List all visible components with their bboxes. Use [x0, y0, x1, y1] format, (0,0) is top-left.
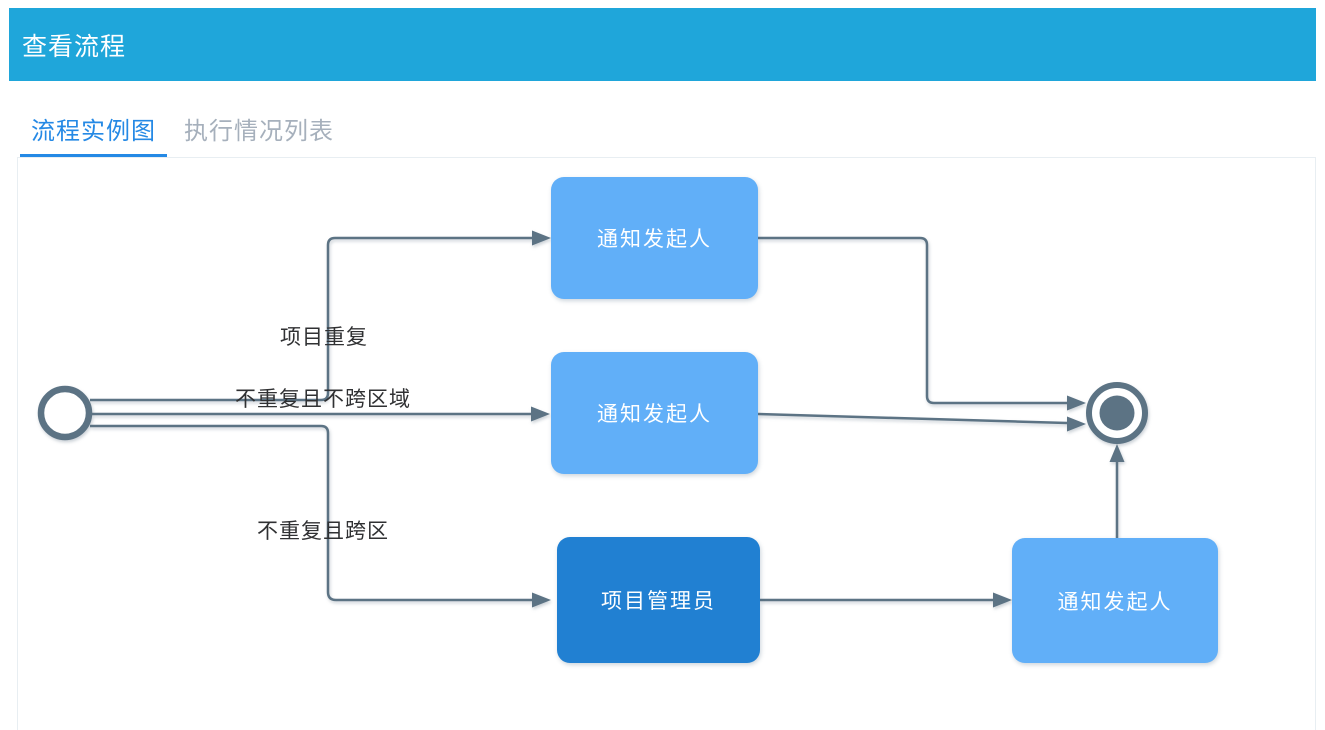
- task-node-project-admin[interactable]: 项目管理员: [557, 537, 760, 663]
- tab-bar: 流程实例图 执行情况列表: [20, 110, 345, 157]
- tab-process-instance-diagram[interactable]: 流程实例图: [20, 110, 167, 157]
- dialog-titlebar: 查看流程: [9, 8, 1316, 81]
- task-node-notify-initiator-top[interactable]: 通知发起人: [551, 177, 758, 299]
- edge-label-not-duplicate-no-cross-region: 不重复且不跨区域: [235, 388, 411, 411]
- tab-execution-status-list[interactable]: 执行情况列表: [184, 118, 334, 145]
- edge-label-project-duplicate: 项目重复: [280, 326, 368, 349]
- task-node-notify-initiator-middle[interactable]: 通知发起人: [551, 352, 758, 474]
- edge-label-not-duplicate-cross-region: 不重复且跨区: [257, 520, 389, 543]
- task-node-notify-initiator-bottom[interactable]: 通知发起人: [1012, 538, 1218, 663]
- page-title: 查看流程: [22, 32, 127, 61]
